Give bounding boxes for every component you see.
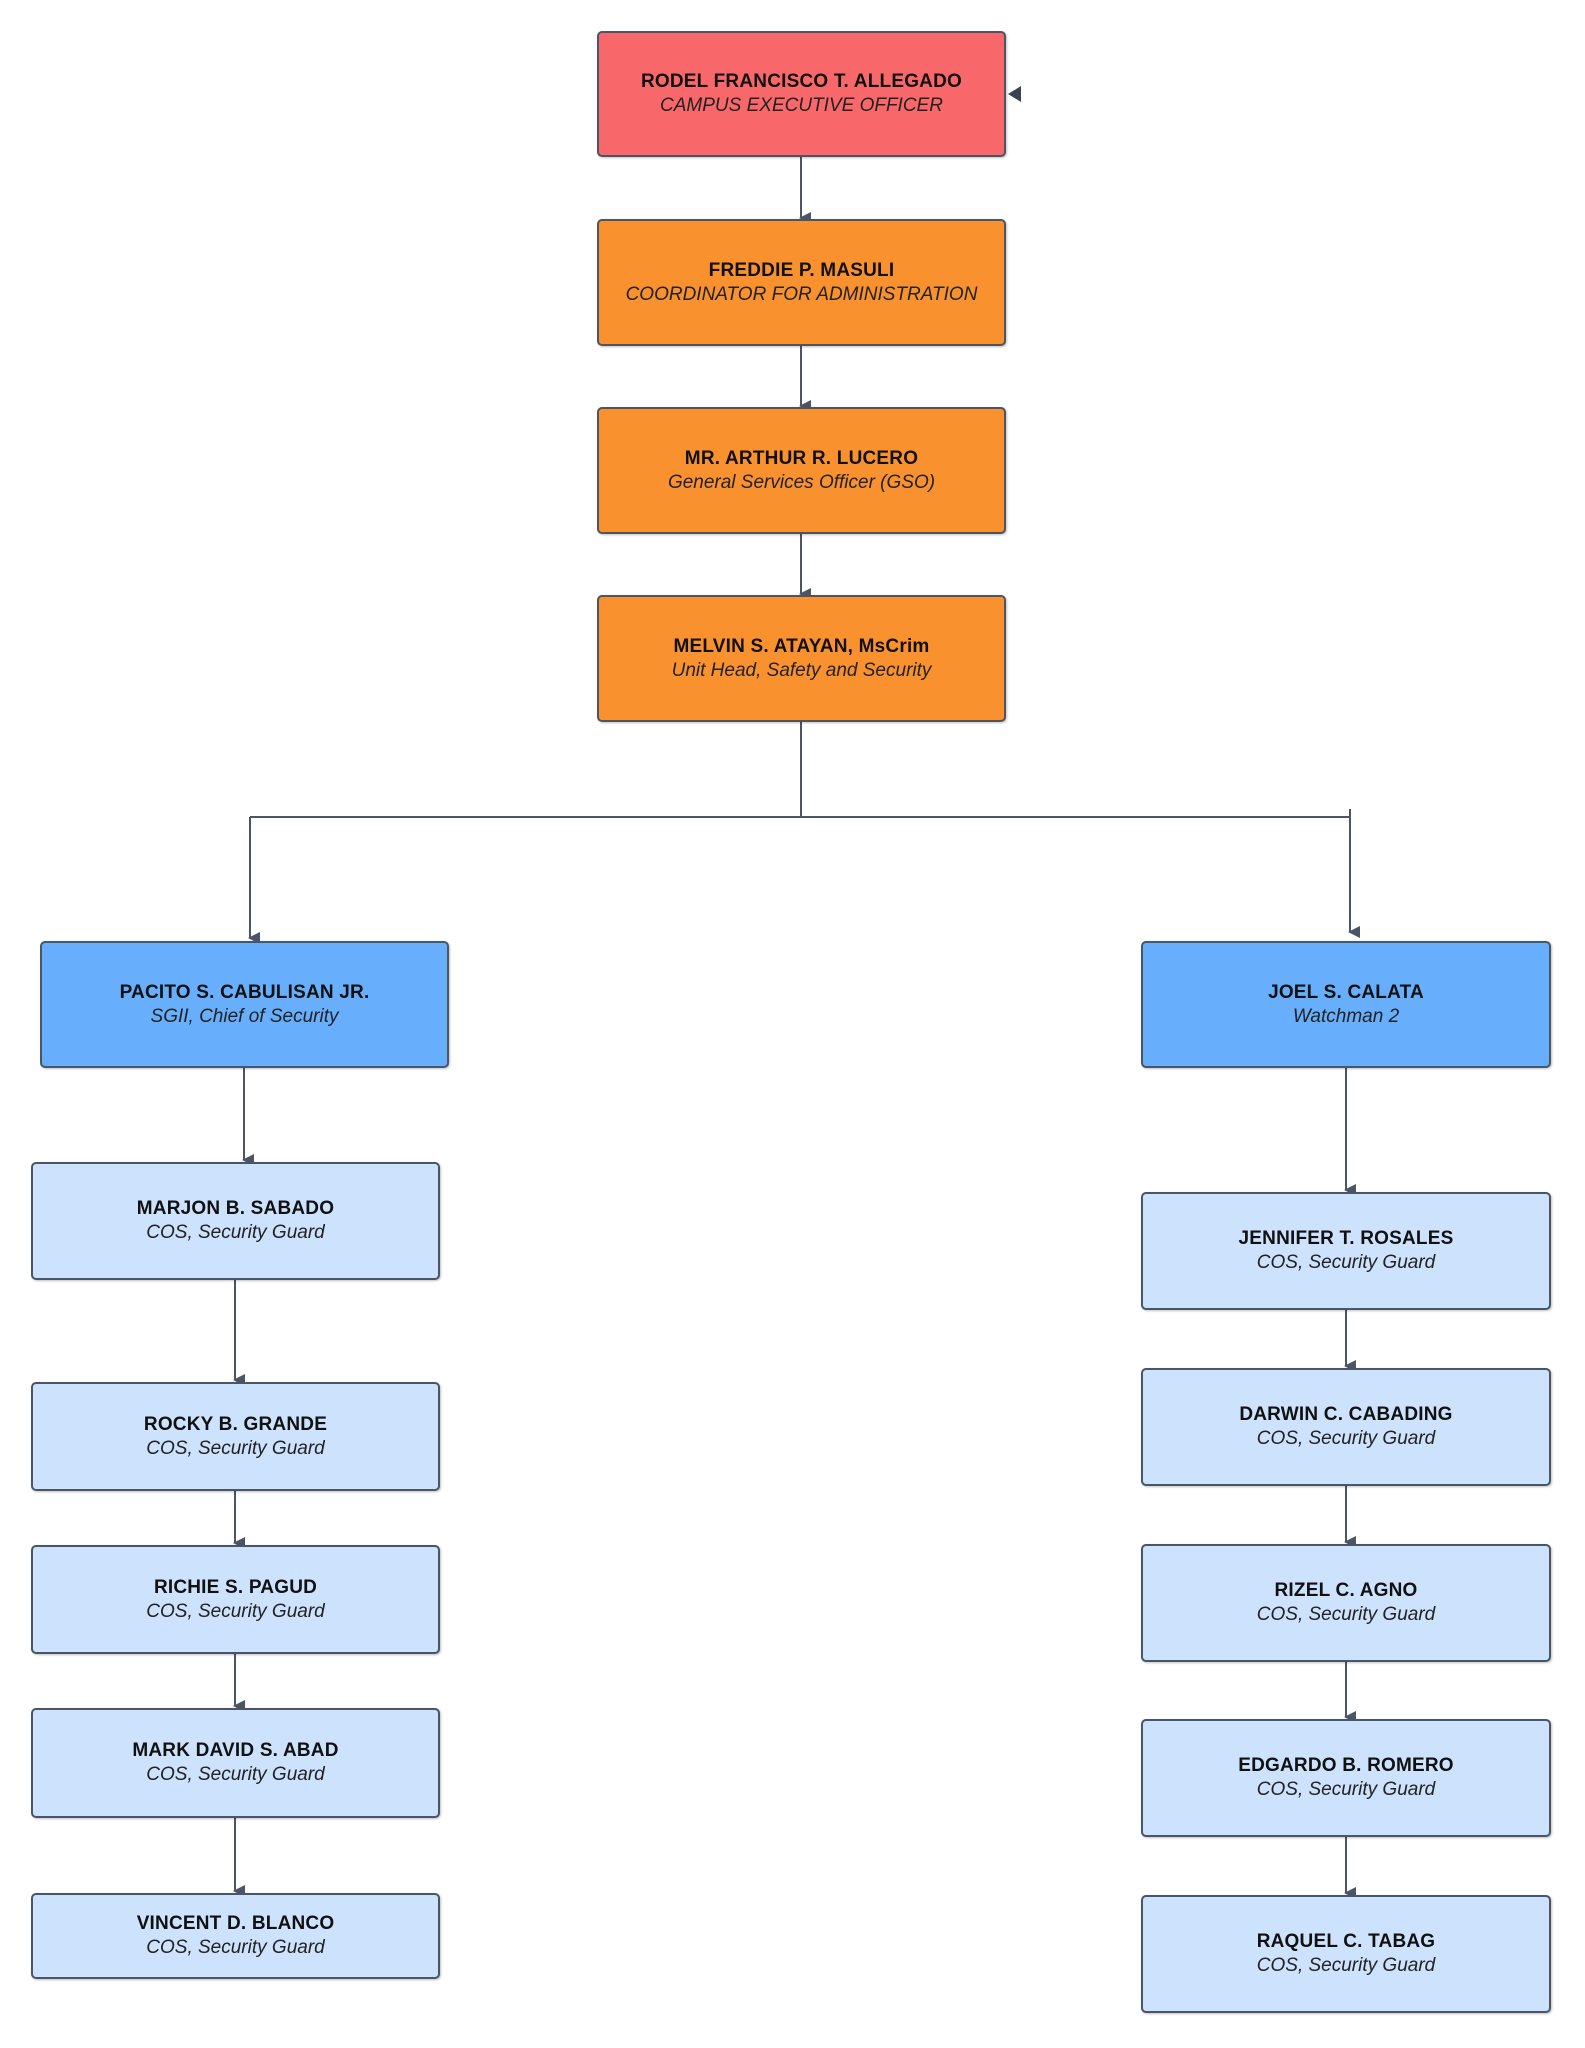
node-role: COS, Security Guard — [1256, 1955, 1436, 1976]
node-role: COS, Security Guard — [1256, 1428, 1436, 1449]
node-role: COS, Security Guard — [1256, 1779, 1436, 1800]
node-name: RAQUEL C. TABAG — [1256, 1931, 1436, 1952]
node-role: COS, Security Guard — [146, 1937, 325, 1958]
node-coordinator: FREDDIE P. MASULI COORDINATOR FOR ADMINI… — [597, 219, 1006, 346]
node-role: COS, Security Guard — [1256, 1252, 1436, 1273]
node-gso: MR. ARTHUR R. LUCERO General Services Of… — [597, 407, 1006, 534]
node-right-staff-2: DARWIN C. CABADING COS, Security Guard — [1141, 1368, 1551, 1486]
node-name: DARWIN C. CABADING — [1239, 1404, 1453, 1425]
node-role: COS, Security Guard — [146, 1764, 325, 1785]
node-left-staff-1: MARJON B. SABADO COS, Security Guard — [31, 1162, 440, 1280]
node-name: FREDDIE P. MASULI — [708, 259, 895, 281]
node-name: JOEL S. CALATA — [1268, 981, 1424, 1003]
node-chief-of-security: PACITO S. CABULISAN JR. SGII, Chief of S… — [40, 941, 449, 1068]
node-ceo: RODEL FRANCISCO T. ALLEGADO CAMPUS EXECU… — [597, 31, 1006, 157]
node-name: PACITO S. CABULISAN JR. — [119, 981, 370, 1003]
node-right-staff-1: JENNIFER T. ROSALES COS, Security Guard — [1141, 1192, 1551, 1310]
node-left-staff-3: RICHIE S. PAGUD COS, Security Guard — [31, 1545, 440, 1654]
node-name: EDGARDO B. ROMERO — [1238, 1755, 1454, 1776]
node-right-staff-4: EDGARDO B. ROMERO COS, Security Guard — [1141, 1719, 1551, 1837]
node-role: Watchman 2 — [1292, 1005, 1400, 1027]
node-name: MARK DAVID S. ABAD — [132, 1740, 339, 1761]
node-role: COS, Security Guard — [1256, 1604, 1436, 1625]
node-name: VINCENT D. BLANCO — [136, 1913, 335, 1934]
node-name: JENNIFER T. ROSALES — [1238, 1228, 1454, 1249]
node-name: MELVIN S. ATAYAN, MsCrim — [673, 635, 930, 657]
collapse-triangle-icon — [1008, 86, 1021, 102]
node-right-staff-3: RIZEL C. AGNO COS, Security Guard — [1141, 1544, 1551, 1662]
node-role: SGII, Chief of Security — [150, 1005, 339, 1027]
node-role: COS, Security Guard — [146, 1437, 325, 1459]
node-role: Unit Head, Safety and Security — [671, 659, 932, 681]
node-role: COORDINATOR FOR ADMINISTRATION — [625, 283, 978, 305]
node-watchman: JOEL S. CALATA Watchman 2 — [1141, 941, 1551, 1068]
node-role: COS, Security Guard — [146, 1222, 325, 1243]
node-name: ROCKY B. GRANDE — [143, 1413, 328, 1435]
node-role: COS, Security Guard — [146, 1600, 325, 1622]
node-name: RODEL FRANCISCO T. ALLEGADO — [640, 71, 962, 92]
node-left-staff-2: ROCKY B. GRANDE COS, Security Guard — [31, 1382, 440, 1491]
node-role: CAMPUS EXECUTIVE OFFICER — [660, 95, 943, 116]
node-name: RICHIE S. PAGUD — [153, 1576, 318, 1598]
node-name: MARJON B. SABADO — [136, 1198, 335, 1219]
node-right-staff-5: RAQUEL C. TABAG COS, Security Guard — [1141, 1895, 1551, 2013]
node-role: General Services Officer (GSO) — [667, 471, 936, 493]
node-left-staff-4: MARK DAVID S. ABAD COS, Security Guard — [31, 1708, 440, 1818]
node-name: RIZEL C. AGNO — [1274, 1580, 1418, 1601]
node-unit-head: MELVIN S. ATAYAN, MsCrim Unit Head, Safe… — [597, 595, 1006, 722]
node-name: MR. ARTHUR R. LUCERO — [684, 447, 919, 469]
node-left-staff-5: VINCENT D. BLANCO COS, Security Guard — [31, 1893, 440, 1979]
